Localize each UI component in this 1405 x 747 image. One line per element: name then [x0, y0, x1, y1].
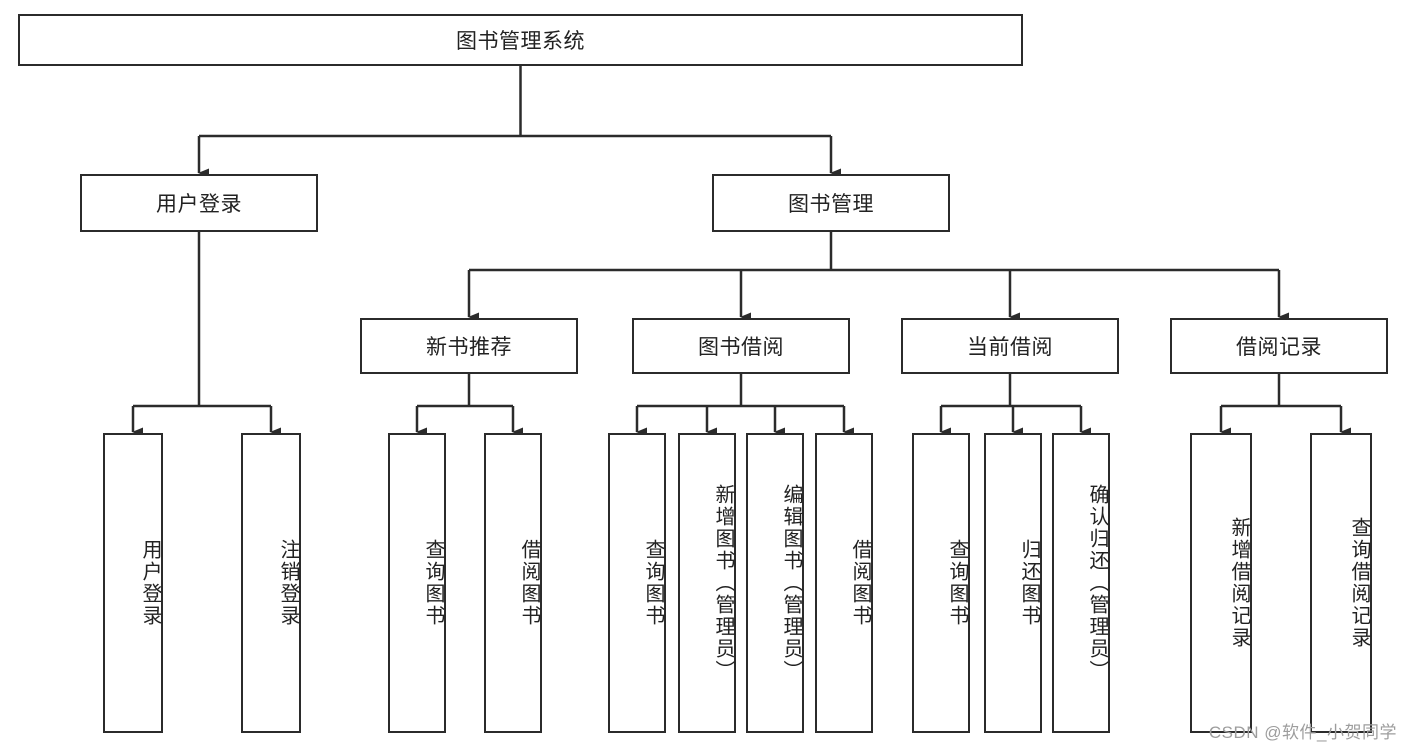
node-label: 编辑图书（管理员）: [780, 484, 802, 682]
node-login: 用户登录: [80, 174, 318, 232]
node-n1: 查询图书: [388, 433, 446, 733]
node-b2: 新增图书（管理员）: [678, 433, 736, 733]
node-b4: 借阅图书: [815, 433, 873, 733]
node-label: 查询图书: [642, 539, 664, 627]
node-label: 查询图书: [422, 539, 444, 627]
node-label: 注销登录: [277, 539, 299, 627]
node-c1: 查询图书: [912, 433, 970, 733]
watermark-label: CSDN @软件_小贺同学: [1208, 723, 1397, 742]
node-c3: 确认归还（管理员）: [1052, 433, 1110, 733]
node-b3: 编辑图书（管理员）: [746, 433, 804, 733]
node-borrow: 图书借阅: [632, 318, 850, 374]
node-r2: 查询借阅记录: [1310, 433, 1372, 733]
node-label: 新增借阅记录: [1228, 517, 1250, 649]
node-label: 新书推荐: [426, 336, 512, 359]
node-label: 查询图书: [946, 539, 968, 627]
node-label: 借阅图书: [849, 539, 871, 627]
node-label: 借阅记录: [1236, 336, 1322, 359]
node-label: 用户登录: [156, 193, 242, 216]
node-label: 图书管理: [788, 193, 874, 216]
node-l2: 注销登录: [241, 433, 301, 733]
node-label: 借阅图书: [518, 539, 540, 627]
node-b1: 查询图书: [608, 433, 666, 733]
node-label: 当前借阅: [967, 336, 1053, 359]
node-n2: 借阅图书: [484, 433, 542, 733]
node-label: 图书管理系统: [456, 30, 585, 53]
node-label: 归还图书: [1018, 539, 1040, 627]
node-bookmgmt: 图书管理: [712, 174, 950, 232]
node-current: 当前借阅: [901, 318, 1119, 374]
node-label: 新增图书（管理员）: [712, 484, 734, 682]
node-r1: 新增借阅记录: [1190, 433, 1252, 733]
node-label: 确认归还（管理员）: [1086, 484, 1108, 682]
node-l1: 用户登录: [103, 433, 163, 733]
node-c2: 归还图书: [984, 433, 1042, 733]
node-label: 查询借阅记录: [1348, 517, 1370, 649]
edge-group: [131, 66, 1351, 437]
node-root: 图书管理系统: [18, 14, 1023, 66]
node-label: 用户登录: [139, 539, 161, 627]
node-label: 图书借阅: [698, 336, 784, 359]
node-newbooks: 新书推荐: [360, 318, 578, 374]
node-records: 借阅记录: [1170, 318, 1388, 374]
